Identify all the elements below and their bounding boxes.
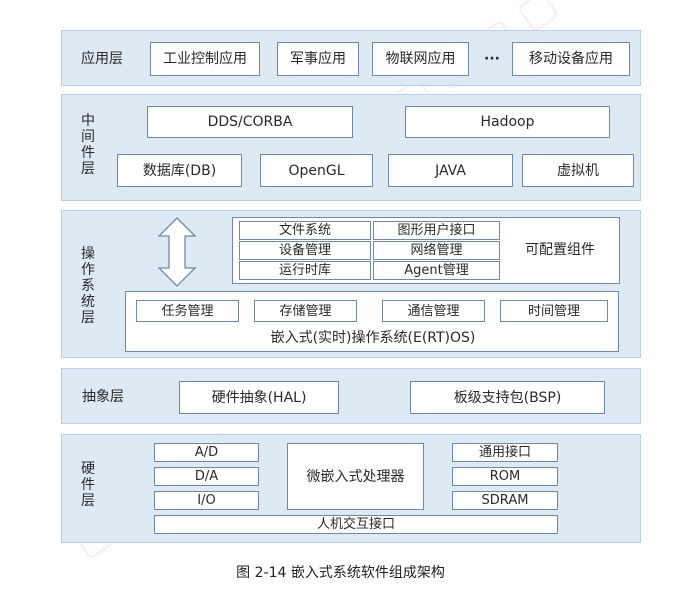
config-agent-mgmt: Agent管理 [373, 261, 500, 280]
middleware-hadoop: Hadoop [405, 106, 610, 138]
app-military: 军事应用 [277, 42, 359, 76]
app-iot: 物联网应用 [372, 42, 469, 76]
hw-sdram: SDRAM [452, 491, 558, 510]
config-label: 可配置组件 [525, 242, 595, 259]
hw-ad: A/D [154, 443, 259, 462]
app-mobile: 移动设备应用 [512, 42, 630, 76]
kernel-time-mgmt: 时间管理 [500, 300, 608, 322]
middleware-dds-corba: DDS/CORBA [147, 106, 353, 138]
config-file-system: 文件系统 [239, 221, 371, 240]
hardware-layer: 硬件层 A/D D/A I/O 微嵌入式处理器 通用接口 ROM SDRAM 人… [61, 434, 641, 543]
abstraction-hal: 硬件抽象(HAL) [179, 381, 339, 414]
hw-io: I/O [154, 491, 259, 510]
layer-title: 操作系统层 [81, 245, 95, 327]
abstraction-bsp: 板级支持包(BSP) [410, 381, 605, 414]
config-runtime-lib: 运行时库 [239, 261, 371, 280]
hw-rom: ROM [452, 467, 558, 486]
middleware-layer: 中间件层 DDS/CORBA Hadoop 数据库(DB) OpenGL JAV… [61, 94, 641, 201]
layer-title: 抽象层 [82, 388, 124, 405]
kernel-task-mgmt: 任务管理 [136, 300, 239, 322]
double-arrow-icon [157, 217, 197, 287]
middleware-opengl: OpenGL [260, 154, 373, 187]
middleware-java: JAVA [388, 154, 513, 187]
figure-caption: 图 2-14 嵌入式系统软件组成架构 [236, 565, 445, 581]
config-gui: 图形用户接口 [373, 221, 500, 240]
middleware-database: 数据库(DB) [117, 154, 242, 187]
os-layer: 操作系统层 文件系统 设备管理 运行时库 图形用户接口 网络管理 Agent管理… [61, 210, 641, 358]
rtos-kernel: 任务管理 存储管理 通信管理 时间管理 嵌入式(实时)操作系统(E(RT)OS) [125, 291, 619, 352]
hw-da: D/A [154, 467, 259, 486]
app-ellipsis: ··· [484, 50, 500, 67]
config-device-mgmt: 设备管理 [239, 241, 371, 260]
layer-title: 硬件层 [81, 460, 95, 510]
hw-general-interface: 通用接口 [452, 443, 558, 462]
config-network-mgmt: 网络管理 [373, 241, 500, 260]
kernel-comm-mgmt: 通信管理 [382, 300, 485, 322]
layer-title: 中间件层 [81, 112, 95, 178]
abstraction-layer: 抽象层 硬件抽象(HAL) 板级支持包(BSP) [61, 368, 641, 424]
middleware-vm: 虚拟机 [522, 154, 634, 187]
hw-processor: 微嵌入式处理器 [287, 443, 424, 510]
kernel-label: 嵌入式(实时)操作系统(E(RT)OS) [270, 329, 476, 346]
hw-hmi: 人机交互接口 [154, 515, 558, 534]
configurable-components: 文件系统 设备管理 运行时库 图形用户接口 网络管理 Agent管理 可配置组件 [232, 217, 620, 284]
app-industrial: 工业控制应用 [150, 42, 260, 76]
application-layer: 应用层 工业控制应用 军事应用 物联网应用 ··· 移动设备应用 [61, 30, 641, 86]
layer-title: 应用层 [81, 50, 123, 67]
kernel-storage-mgmt: 存储管理 [254, 300, 357, 322]
